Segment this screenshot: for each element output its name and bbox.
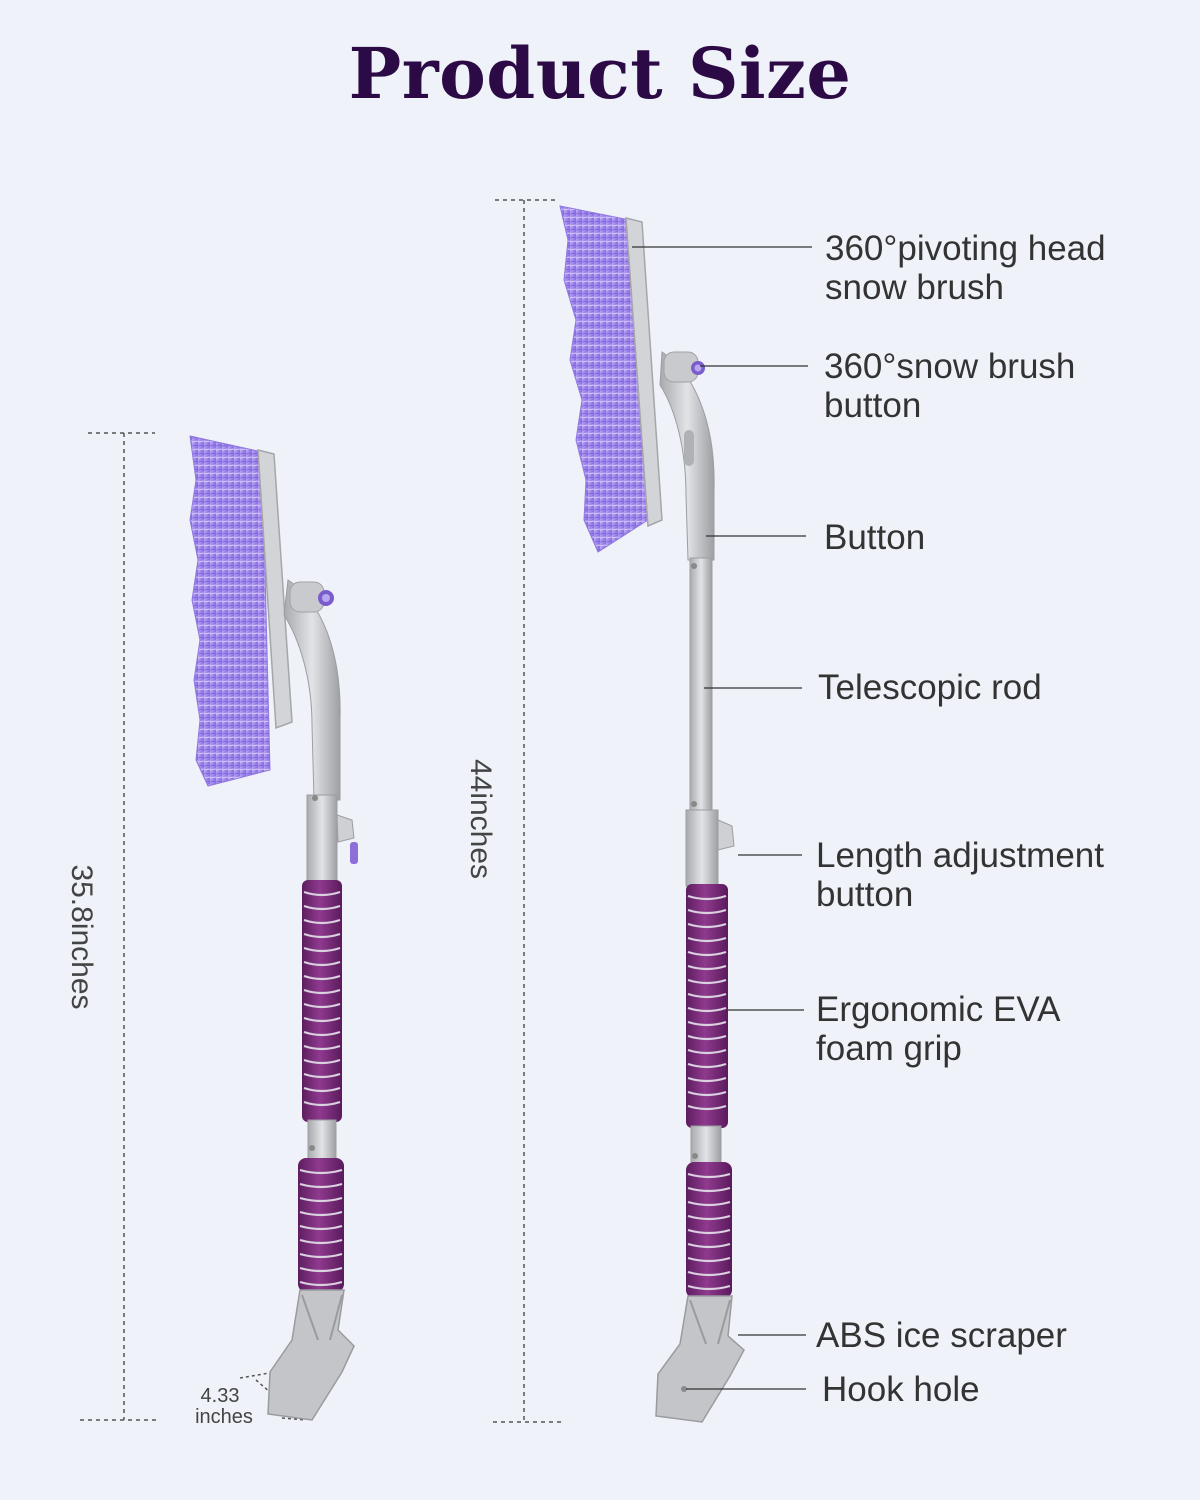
grip-ring xyxy=(299,1224,343,1231)
label-brush-button: 360°snow brush button xyxy=(824,347,1076,425)
grip-ring xyxy=(303,1072,341,1079)
grip-ring xyxy=(303,904,341,911)
grip-ring xyxy=(687,908,727,915)
grip-ring xyxy=(303,1030,341,1037)
dimension-line-long xyxy=(493,199,562,1423)
grip-ring xyxy=(299,1210,343,1217)
grip-ring xyxy=(299,1238,343,1245)
grip-ring xyxy=(303,946,341,953)
grip-ring xyxy=(687,1186,731,1193)
grip-ring xyxy=(687,1062,727,1069)
label-hook-hole: Hook hole xyxy=(822,1370,980,1409)
grip-ring xyxy=(687,978,727,985)
grip-ring xyxy=(303,1002,341,1009)
leader-lines xyxy=(632,246,812,1390)
grip-ring xyxy=(303,932,341,939)
grip-ring xyxy=(303,918,341,925)
label-length-adjust: Length adjustment button xyxy=(816,836,1104,914)
short-snow-brush xyxy=(189,435,358,1421)
grip-ring xyxy=(687,1048,727,1055)
page-title: Product Size xyxy=(348,32,852,115)
grip-ring xyxy=(687,1256,731,1263)
grip-ring xyxy=(303,1016,341,1023)
grip-ring xyxy=(687,894,727,901)
short-grip-rings-lower xyxy=(299,1168,343,1287)
grip-ring xyxy=(299,1266,343,1273)
grip-ring xyxy=(299,1280,343,1287)
label-grip: Ergonomic EVA foam grip xyxy=(816,990,1061,1068)
short-grip-rings xyxy=(303,890,341,1107)
grip-ring xyxy=(687,1034,727,1041)
grip-ring xyxy=(299,1182,343,1189)
grip-ring xyxy=(687,1020,727,1027)
grip-ring xyxy=(303,988,341,995)
grip-ring xyxy=(303,890,341,897)
grip-ring xyxy=(687,1090,727,1097)
label-telescopic-rod: Telescopic rod xyxy=(818,668,1042,707)
dimension-line-short xyxy=(80,432,158,1421)
dimension-short-length: 35.8inches xyxy=(65,864,98,1010)
grip-ring xyxy=(303,960,341,967)
grip-ring xyxy=(687,936,727,943)
dimension-scraper-width-value: 4.33 xyxy=(200,1385,240,1407)
grip-ring xyxy=(687,992,727,999)
grip-ring xyxy=(303,1100,341,1107)
grip-ring xyxy=(687,1076,727,1083)
grip-ring xyxy=(299,1168,343,1175)
grip-ring xyxy=(687,1214,731,1221)
grip-ring xyxy=(687,1006,727,1013)
grip-ring xyxy=(687,1284,731,1291)
label-scraper: ABS ice scraper xyxy=(816,1316,1067,1355)
grip-ring xyxy=(299,1196,343,1203)
grip-ring xyxy=(687,1228,731,1235)
long-snow-brush xyxy=(559,205,745,1423)
grip-ring xyxy=(687,922,727,929)
grip-ring xyxy=(687,950,727,957)
grip-ring xyxy=(687,1200,731,1207)
label-button: Button xyxy=(824,518,926,557)
label-pivoting-head: 360°pivoting head snow brush xyxy=(825,229,1106,307)
grip-ring xyxy=(303,974,341,981)
grip-ring xyxy=(687,964,727,971)
grip-ring xyxy=(303,1086,341,1093)
grip-ring xyxy=(687,1104,727,1111)
grip-ring xyxy=(303,1058,341,1065)
grip-ring xyxy=(299,1252,343,1259)
grip-ring xyxy=(687,1172,731,1179)
dimension-scraper-width-unit: inches xyxy=(195,1406,253,1428)
grip-ring xyxy=(303,1044,341,1051)
grip-ring xyxy=(687,1270,731,1277)
long-grip-rings-lower xyxy=(687,1172,731,1291)
dimension-long-length: 44inches xyxy=(464,758,497,880)
long-grip-rings xyxy=(687,894,727,1111)
grip-ring xyxy=(687,1242,731,1249)
